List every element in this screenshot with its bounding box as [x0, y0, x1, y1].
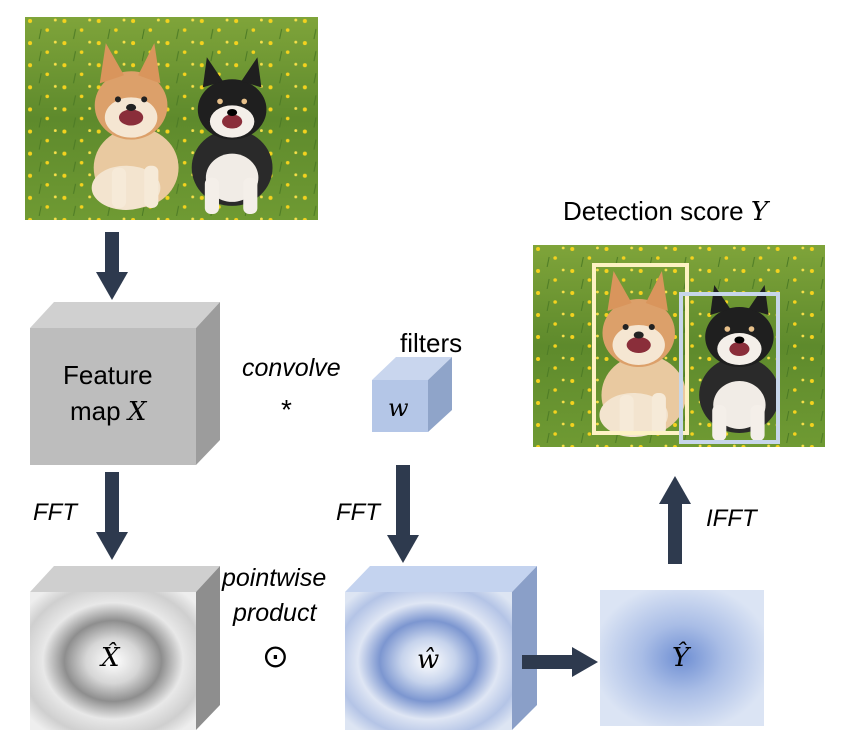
arrow-fft-mid — [387, 465, 419, 563]
feature-map-symbol: X — [127, 397, 147, 427]
y-hat-label: Ŷ — [672, 643, 690, 673]
detection-box-left-dog — [592, 263, 689, 435]
x-hat-cube — [30, 566, 220, 730]
feature-map-label-line1: Feature — [63, 360, 153, 390]
input-photo — [25, 17, 318, 220]
arrow-to-y-hat — [522, 647, 598, 677]
ifft-label: IFFT — [706, 505, 757, 532]
y-hat-square — [600, 590, 764, 726]
filters-cube — [372, 357, 452, 432]
fft-mid-label: FFT — [336, 499, 380, 526]
w-hat-cube — [345, 566, 537, 730]
detection-score-symbol: Y — [750, 197, 769, 227]
filters-symbol: w — [388, 394, 409, 422]
feature-map-label-line2: map X — [70, 396, 147, 427]
arrow-ifft — [659, 476, 691, 564]
detection-score-title: Detection score Y — [563, 196, 769, 227]
x-hat-label: X̂ — [101, 643, 120, 673]
fft-left-label: FFT — [33, 499, 77, 526]
pointwise-label-line1: pointwise — [222, 564, 327, 592]
arrow-photo-to-feature-map — [96, 232, 128, 300]
filters-label: filters — [400, 328, 463, 358]
arrow-fft-left — [96, 472, 128, 560]
detection-box-right-dog — [679, 292, 780, 444]
feature-map-cube — [30, 302, 220, 465]
pointwise-label-line2: product — [233, 599, 317, 627]
pointwise-operator: ⊙ — [262, 637, 289, 675]
convolve-operator: * — [281, 394, 292, 425]
convolve-label: convolve — [242, 354, 341, 382]
w-hat-label: ŵ — [417, 645, 440, 675]
